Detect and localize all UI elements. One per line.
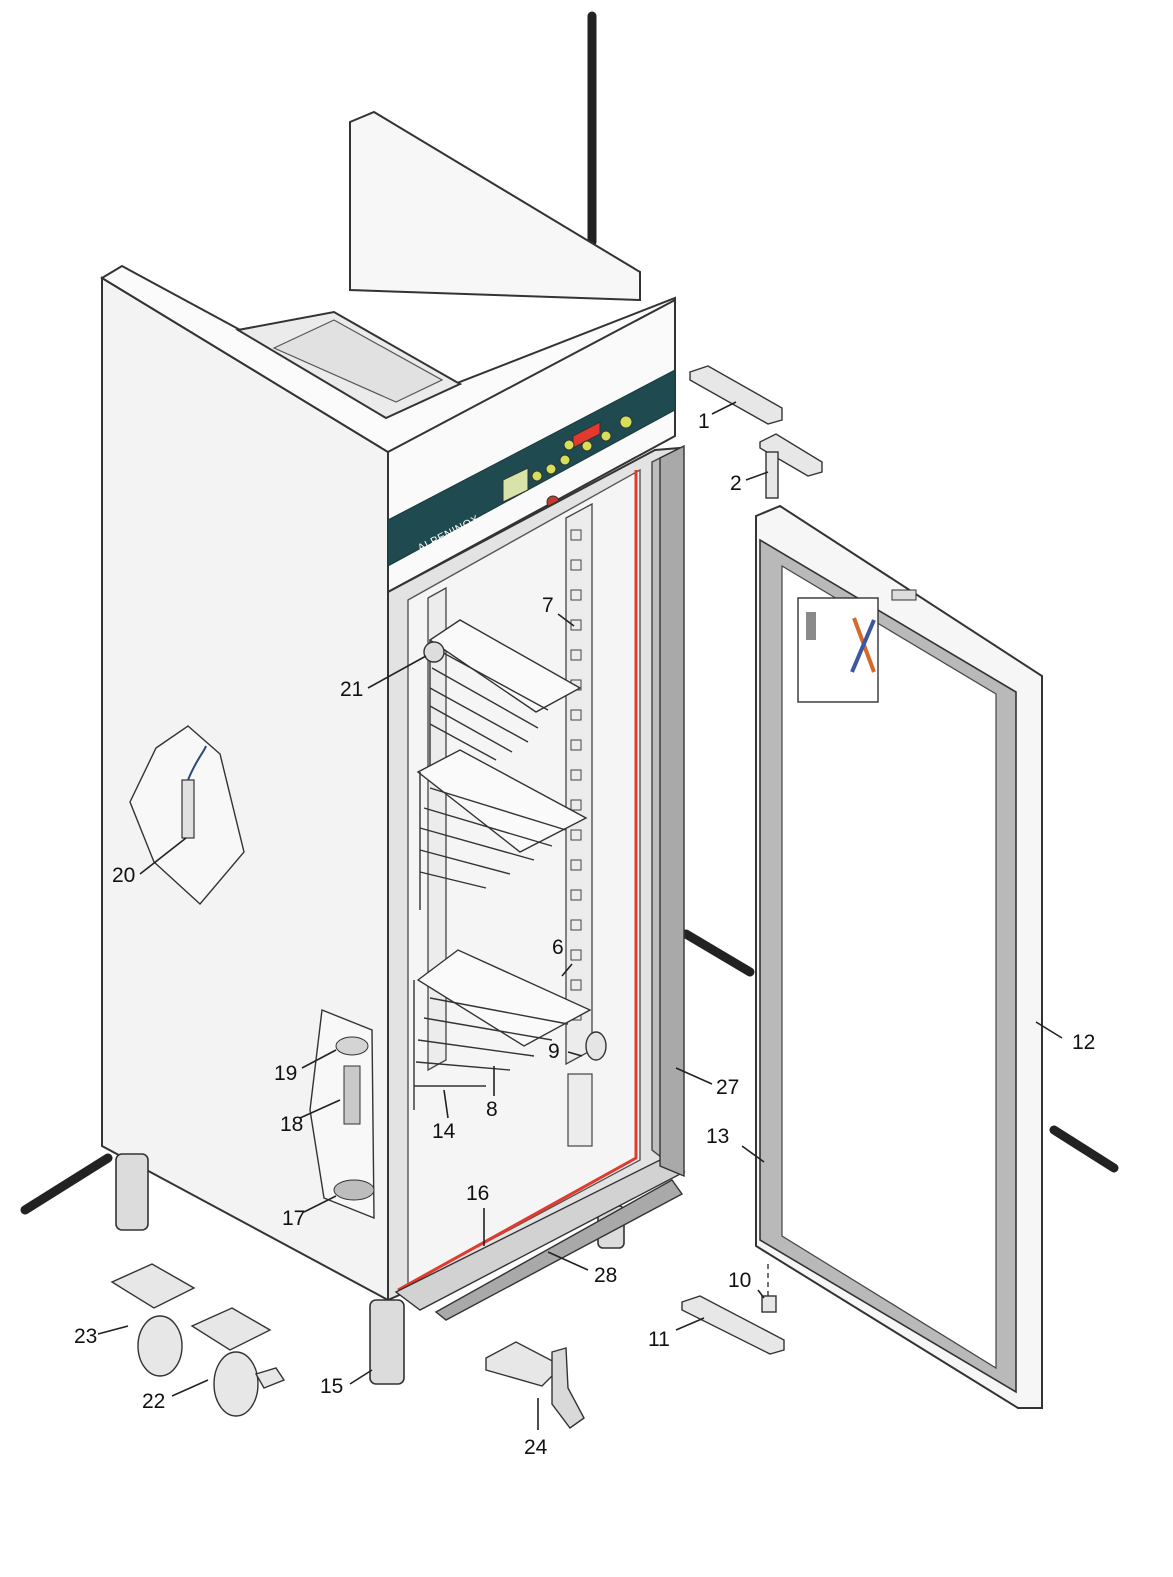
rear-bracket xyxy=(567,1073,593,1147)
callout-24: 24 xyxy=(524,1436,548,1459)
callout-13: 13 xyxy=(706,1125,729,1148)
callout-19: 19 xyxy=(274,1062,297,1085)
callout-17: 17 xyxy=(282,1207,305,1230)
door-inner-panel xyxy=(781,564,997,1370)
lcd-display xyxy=(502,467,529,503)
leader-lines xyxy=(97,401,1063,1430)
support-slots xyxy=(570,529,582,1021)
callout-labels: 1 2 6 7 8 9 10 11 12 13 14 15 16 17 18 1… xyxy=(74,410,1095,1459)
callout-16: 16 xyxy=(466,1182,489,1205)
caster-23 xyxy=(110,1263,196,1377)
shelf-supports xyxy=(427,502,593,1072)
cabinet-rear-panel xyxy=(349,110,641,302)
callout-27: 27 xyxy=(716,1076,739,1099)
side-cutout-drain xyxy=(309,1009,375,1220)
gasket-line xyxy=(397,470,638,1292)
callout-9: 9 xyxy=(548,1040,560,1063)
probe-holder xyxy=(423,641,445,663)
lock-bracket xyxy=(485,1341,585,1429)
brand-band xyxy=(387,369,676,567)
probe-sensor xyxy=(181,779,195,839)
drain-screw xyxy=(343,1065,361,1125)
latch xyxy=(585,1031,607,1061)
callout-1: 1 xyxy=(698,410,710,433)
axis-rods xyxy=(20,11,1119,1215)
callout-23: 23 xyxy=(74,1325,97,1348)
callout-2: 2 xyxy=(730,472,742,495)
caster-22-brake xyxy=(190,1307,286,1417)
callout-15: 15 xyxy=(320,1375,343,1398)
wire-shelf-top xyxy=(428,619,582,770)
drain-fitting xyxy=(333,1179,375,1201)
upper-hinge-plate xyxy=(689,365,783,425)
callout-14: 14 xyxy=(432,1120,456,1143)
wire-shelf-middle xyxy=(416,749,588,910)
callout-28: 28 xyxy=(594,1264,617,1287)
callout-6: 6 xyxy=(552,936,564,959)
cabinet: ALPENINOX xyxy=(100,110,686,1385)
bottom-cover xyxy=(434,1179,684,1321)
upper-hinge-pin xyxy=(759,433,823,499)
callout-7: 7 xyxy=(542,594,554,617)
callout-20: 20 xyxy=(112,864,135,887)
callout-10: 10 xyxy=(728,1269,751,1292)
callout-18: 18 xyxy=(280,1113,303,1136)
side-gasket xyxy=(659,444,685,1178)
door xyxy=(755,504,1043,1409)
callout-12: 12 xyxy=(1072,1031,1095,1054)
callout-11: 11 xyxy=(648,1328,670,1351)
callout-22: 22 xyxy=(142,1390,165,1413)
door-handle-slot xyxy=(891,589,917,601)
control-buttons xyxy=(531,415,633,482)
callout-8: 8 xyxy=(486,1098,498,1121)
lower-hinge-plate xyxy=(681,1264,785,1355)
callout-21: 21 xyxy=(340,678,363,701)
drain-cap xyxy=(335,1036,369,1056)
